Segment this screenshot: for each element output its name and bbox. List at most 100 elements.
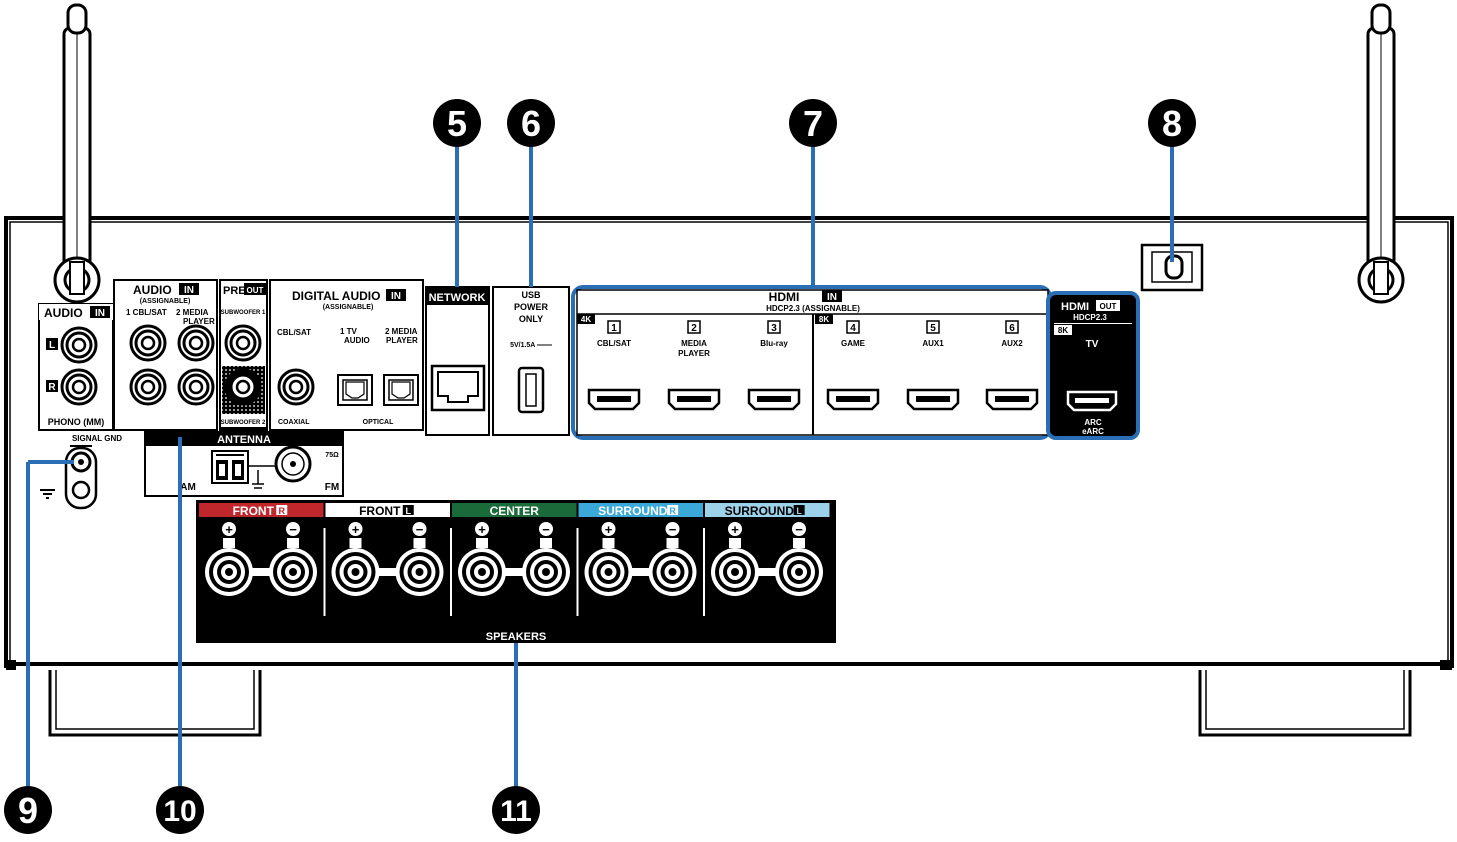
speaker-channel-badge: L [796, 506, 802, 516]
hdmi-input-number: 4 [850, 323, 856, 334]
speakers-title: SPEAKERS [486, 631, 547, 643]
usb-rating: 5V/1.5A ═══ [510, 342, 552, 349]
speaker-channel-badge: L [406, 506, 412, 516]
speaker-group-label: CENTER [490, 504, 540, 518]
subwoofer2-jack[interactable] [224, 368, 262, 406]
fm-connector[interactable] [274, 445, 312, 483]
subwoofer1-label: SUBWOOFER 1 [221, 310, 266, 316]
usb-port[interactable] [517, 366, 545, 414]
hdmi-in-port[interactable] [667, 388, 721, 411]
hdmi-input-label: AUX1 [922, 339, 944, 348]
hdmi-in-panel: HDMI IN HDCP2.3 (ASSIGNABLE) 4K 8K [571, 285, 1052, 440]
subwoofer2-label: SUBWOOFER 2 [221, 420, 266, 426]
negative-terminal[interactable]: − [775, 522, 823, 596]
hdmi-input-number: 3 [771, 323, 777, 334]
svg-text:8: 8 [1162, 103, 1182, 144]
pre-out-title: PRE [223, 285, 246, 297]
svg-text:6: 6 [521, 103, 541, 144]
speaker-group-label: SURROUND [725, 504, 795, 518]
am-terminal[interactable] [211, 450, 249, 484]
positive-terminal[interactable]: + [331, 522, 380, 596]
optical-mp-label-a: 2 MEDIA [385, 327, 418, 336]
hdmi-out-port[interactable] [1066, 390, 1118, 412]
in-badge-2: IN [184, 285, 194, 296]
positive-terminal[interactable]: + [584, 522, 633, 596]
hdmi-input-number: 1 [611, 323, 617, 334]
hdmi-in-port[interactable] [587, 388, 641, 411]
hdmi-input-label: GAME [841, 339, 866, 348]
speaker-group-label: FRONT [359, 504, 401, 518]
optical-port-1[interactable] [337, 374, 373, 406]
usb-panel: USB POWER ONLY 5V/1.5A ═══ [492, 286, 570, 436]
negative-terminal[interactable]: − [269, 522, 317, 596]
positive-terminal[interactable]: + [711, 522, 759, 596]
svg-text:5: 5 [447, 103, 467, 144]
badge-4k: 4K [581, 315, 591, 324]
svg-text:+: + [605, 522, 613, 537]
callout-9: 9 [4, 786, 52, 834]
hdmi-out-panel: HDMI OUT HDCP2.3 8K TV ARC eARC [1046, 291, 1140, 440]
am-label: AM [180, 482, 196, 493]
hdmi-in-sub: HDCP2.3 (ASSIGNABLE) [766, 304, 860, 313]
phono-label: PHONO (MM) [48, 417, 105, 427]
callout-5: 5 [433, 99, 481, 147]
speaker-group-label: SURROUND [598, 504, 668, 518]
optical-port-2[interactable] [383, 374, 419, 406]
callout-11: 11 [492, 786, 540, 834]
negative-terminal[interactable]: − [648, 522, 697, 596]
phono-l-jack[interactable] [60, 326, 98, 364]
svg-text:−: − [669, 522, 677, 537]
svg-text:−: − [542, 522, 550, 537]
speaker-group-label: FRONT [233, 504, 275, 518]
subwoofer1-jack[interactable] [224, 324, 262, 362]
media-player-l-jack[interactable] [177, 324, 215, 362]
coaxial-label: COAXIAL [278, 419, 310, 426]
negative-terminal[interactable]: − [522, 522, 570, 596]
speaker-group-2: FRONT L + − [323, 503, 450, 616]
coaxial-jack[interactable] [277, 368, 315, 406]
positive-terminal[interactable]: + [205, 522, 253, 596]
phono-r-jack[interactable] [60, 368, 98, 406]
hdmi-out-sub: HDCP2.3 [1073, 313, 1107, 322]
svg-text:+: + [352, 522, 360, 537]
audio-in-phono-panel: AUDIO IN L R PHONO (MM) [38, 303, 114, 431]
badge-8k: 8K [819, 315, 829, 324]
ohm-label: 75Ω [325, 452, 339, 459]
hdmi-input-label: MEDIA [681, 339, 707, 348]
wifi-antenna-right [1357, 3, 1405, 304]
negative-terminal[interactable]: − [395, 522, 444, 596]
usb-label-2: POWER [514, 302, 549, 312]
cbl-sat-l-jack[interactable] [129, 324, 167, 362]
svg-text:7: 7 [803, 103, 823, 144]
hdmi-in-port[interactable] [985, 388, 1039, 411]
ground-icon [40, 489, 55, 499]
svg-text:11: 11 [500, 795, 532, 828]
digital-audio-title: DIGITAL AUDIO [292, 289, 380, 303]
audio-in-title: AUDIO [44, 306, 83, 320]
svg-text:−: − [289, 522, 297, 537]
svg-text:+: + [478, 522, 486, 537]
hdmi-in-port[interactable] [747, 388, 801, 411]
usb-label-1: USB [521, 290, 541, 300]
hdmi-in-port[interactable] [826, 388, 880, 411]
ethernet-port[interactable] [430, 364, 486, 412]
rca-jacks [60, 324, 315, 406]
cbl-sat-r-jack[interactable] [129, 368, 167, 406]
optical-label: OPTICAL [363, 419, 394, 426]
media-player-r-jack[interactable] [177, 368, 215, 406]
earc-label: eARC [1082, 427, 1104, 436]
hdmi-input-number: 6 [1009, 323, 1015, 334]
speaker-channel-badge: R [279, 506, 286, 516]
hdmi-in-port[interactable] [906, 388, 960, 411]
positive-terminal[interactable]: + [458, 522, 506, 596]
hdmi-out-tv-label: TV [1086, 339, 1099, 350]
